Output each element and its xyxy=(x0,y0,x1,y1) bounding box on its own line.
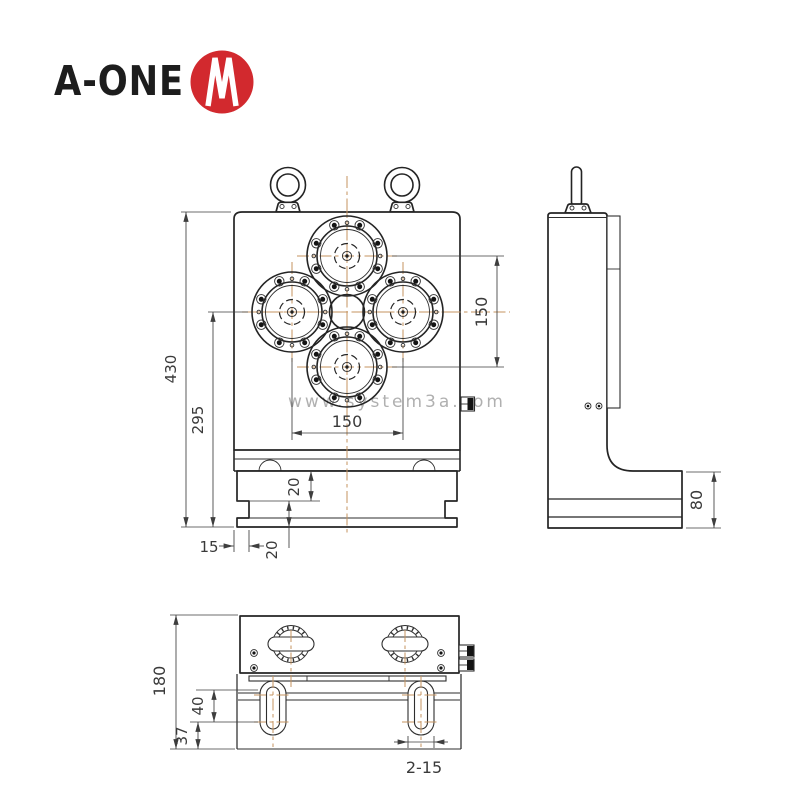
brand-logo: A-ONE xyxy=(54,50,254,114)
svg-text:80: 80 xyxy=(687,490,706,510)
dimensions: 430 295 15 20 20 150 xyxy=(150,211,721,777)
bottom-centerlines xyxy=(254,630,440,747)
dim-edge-offset-15: 15 xyxy=(199,530,264,556)
bottom-view xyxy=(236,615,475,750)
svg-text:150: 150 xyxy=(332,412,363,431)
svg-text:15: 15 xyxy=(199,538,218,556)
svg-text:20: 20 xyxy=(263,540,281,559)
eyebolt-side-icon xyxy=(564,166,592,214)
dim-slot-spec-2-15: 2-15 xyxy=(394,736,448,777)
bottom-strip xyxy=(248,675,447,682)
bottom-screws xyxy=(250,649,445,672)
svg-text:20: 20 xyxy=(285,477,303,496)
dim-center-height-295: 295 xyxy=(189,311,248,527)
dim-step-upper-20: 20 xyxy=(237,471,320,502)
side-chuck-panel xyxy=(606,215,621,409)
dim-slot-length-40: 40 xyxy=(189,689,258,723)
dim-base-height-80: 80 xyxy=(686,471,721,529)
side-set-screws xyxy=(584,402,603,410)
dim-step-lower-20: 20 xyxy=(263,501,292,560)
eyebolt-right-icon xyxy=(383,166,421,213)
svg-text:430: 430 xyxy=(162,355,180,384)
svg-text:150: 150 xyxy=(472,297,491,328)
side-silhouette xyxy=(547,212,683,529)
dim-overall-depth-180: 180 xyxy=(150,614,238,750)
dim-chuck-pitch-vertical-150: 150 xyxy=(392,255,504,368)
eyebolt-left-icon xyxy=(269,166,307,213)
svg-text:295: 295 xyxy=(189,406,207,435)
dim-chuck-pitch-horizontal-150: 150 xyxy=(291,358,404,440)
center-pilot-bore xyxy=(328,293,366,331)
bottom-air-fittings-icon xyxy=(458,644,475,672)
svg-text:37: 37 xyxy=(173,726,191,745)
svg-text:2-15: 2-15 xyxy=(406,758,442,777)
side-view xyxy=(547,166,683,529)
brand-m-icon xyxy=(190,50,254,114)
svg-text:40: 40 xyxy=(189,696,207,715)
dim-slot-to-edge-37: 37 xyxy=(173,722,201,749)
svg-text:180: 180 xyxy=(150,666,169,697)
front-view: www.system3a.com xyxy=(233,166,510,533)
air-fitting-icon xyxy=(460,396,476,412)
dim-total-height-430: 430 xyxy=(162,211,234,528)
brand-wordmark: A-ONE xyxy=(54,57,184,105)
